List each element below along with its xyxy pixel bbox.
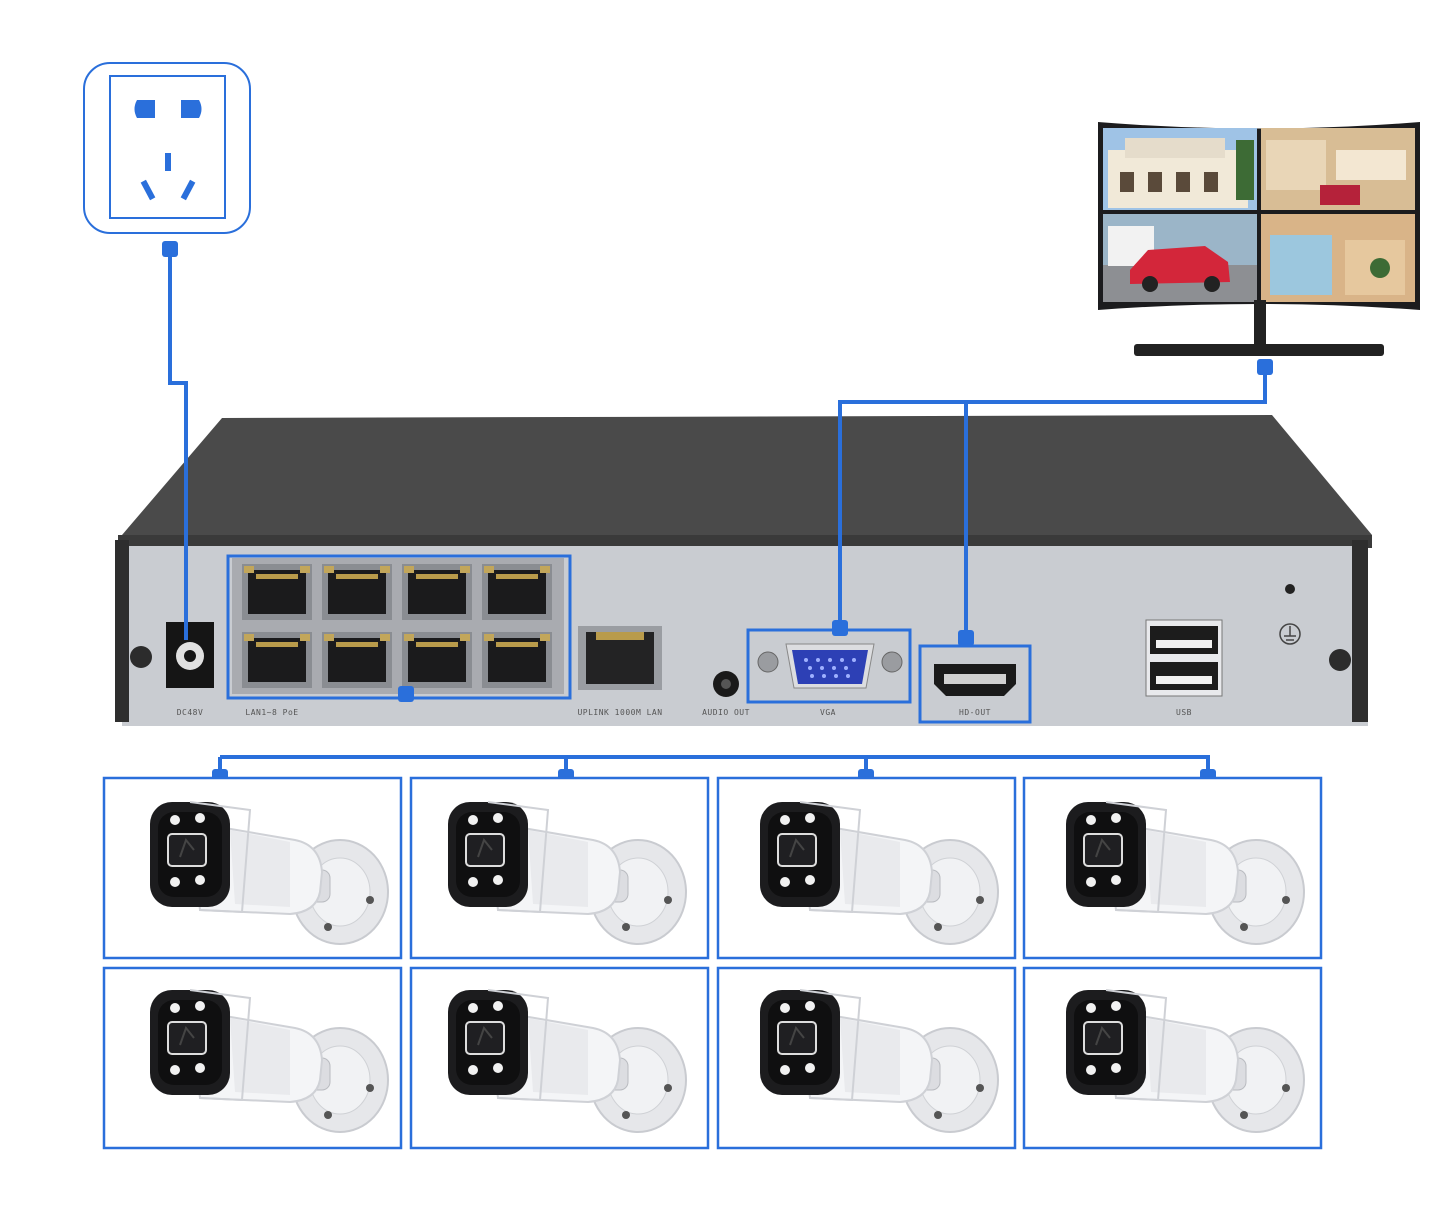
- vga-highlight-box: [746, 628, 912, 704]
- camera-cell: [102, 966, 403, 1150]
- audio-port-label: AUDIO OUT: [702, 708, 750, 717]
- dc-power-jack: [166, 622, 214, 688]
- monitor-view-room: [1261, 214, 1415, 302]
- monitor-view-car: [1103, 214, 1257, 302]
- monitor-icon: [1098, 122, 1420, 356]
- camera-cell: [409, 776, 710, 960]
- camera-grid: [102, 776, 1323, 1150]
- power-outlet-icon: [83, 62, 251, 234]
- vga-port-label: VGA: [820, 708, 836, 717]
- node-poe: [398, 686, 414, 702]
- connection-lines: [168, 250, 1267, 778]
- power-cable-line: [168, 250, 188, 640]
- node-hdmi: [958, 630, 974, 646]
- monitor-view-house: [1103, 128, 1257, 210]
- camera-cell: [716, 776, 1017, 960]
- hdmi-highlight-box: [918, 644, 1032, 724]
- node-vga: [832, 620, 848, 636]
- camera-cell: [1022, 966, 1323, 1150]
- node-outlet: [162, 241, 178, 257]
- camera-cell: [102, 776, 403, 960]
- node-monitor: [1257, 359, 1273, 375]
- ground-symbol-icon: [1279, 623, 1301, 645]
- monitor-view-interior: [1261, 128, 1415, 210]
- camera-cell: [716, 966, 1017, 1150]
- nvr-recorder: DC48V LAN1~8 PoE UPLINK 1000M LAN AUDIO …: [115, 415, 1372, 726]
- lan-port-label: LAN1~8 PoE: [245, 708, 298, 717]
- camera-cell: [1022, 776, 1323, 960]
- poe-ports: [232, 558, 564, 694]
- usb-port-label: USB: [1176, 708, 1192, 717]
- hdmi-port-label: HD-OUT: [959, 708, 991, 717]
- audio-out-jack: [713, 671, 739, 697]
- hdmi-port: [934, 664, 1016, 696]
- uplink-port-label: UPLINK 1000M LAN: [577, 708, 662, 717]
- usb-ports: [1145, 619, 1223, 697]
- uplink-lan-port: [578, 626, 662, 690]
- camera-cell: [409, 966, 710, 1150]
- vga-cable-line: [838, 366, 1267, 628]
- power-port-label: DC48V: [177, 708, 204, 717]
- vga-port: [757, 643, 903, 689]
